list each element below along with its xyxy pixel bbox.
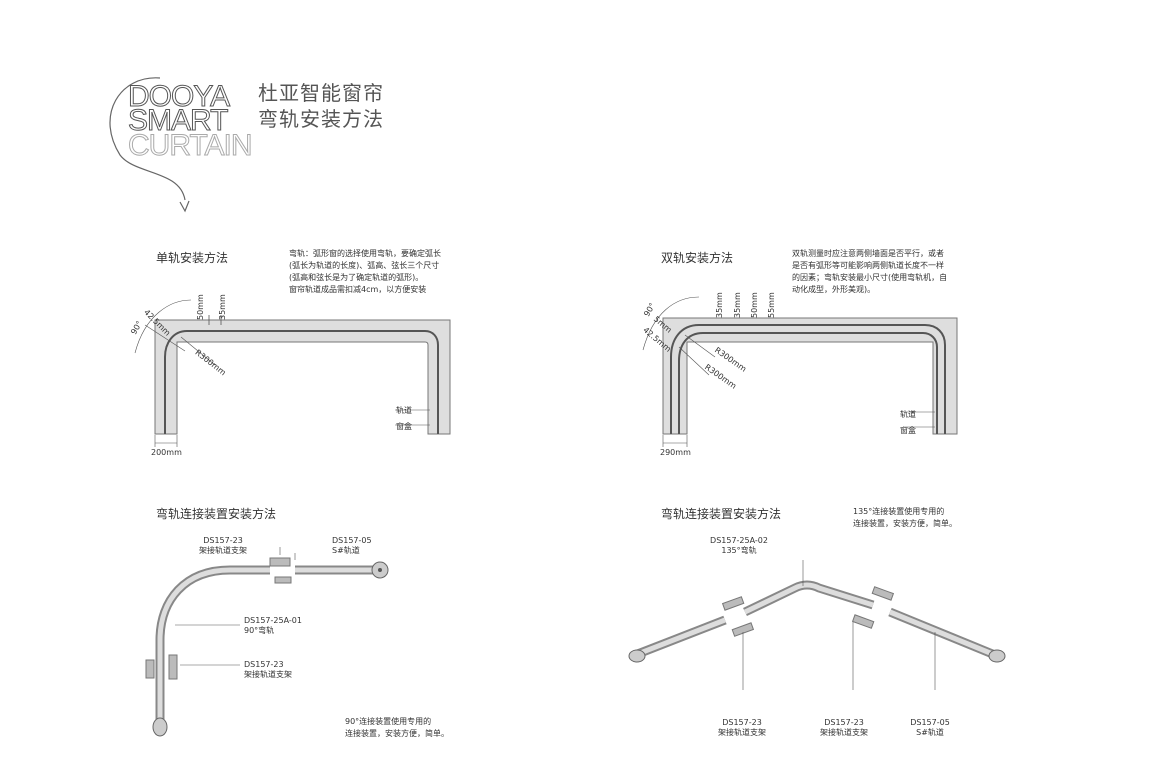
double-track-diagram — [642, 296, 958, 447]
double-track-note: 双轨测量时应注意两侧墙面是否平行，或者是否有弧形等可能影响两侧轨道长度不一样 的… — [792, 249, 948, 294]
dim-35mm-b: 35mm — [733, 292, 742, 318]
logo-swoosh — [109, 77, 190, 213]
logo-dooya: DOOYA — [127, 80, 230, 113]
page-title: 弯轨安装方法 — [258, 107, 384, 131]
conn135-note: 135°连接装置使用专用的连接装置，安装方便，简单。 — [853, 507, 957, 528]
single-track-diagram — [134, 299, 451, 447]
conn90-note: 90°连接装置使用专用的连接装置，安装方便，简单。 — [345, 717, 449, 738]
label-window-box: 窗盒 — [900, 426, 916, 435]
label-track: 轨道 — [396, 406, 412, 415]
dim-290mm: 290mm — [660, 448, 691, 457]
logo-curtain: CURTAIN — [128, 129, 254, 162]
label-window-box: 窗盒 — [396, 422, 412, 431]
single-track-title: 单轨安装方法 — [156, 251, 229, 265]
logo-smart: SMART — [127, 104, 228, 137]
conn135-diagram — [628, 560, 1006, 690]
conn135-title: 弯轨连接装置安装方法 — [661, 507, 782, 521]
double-track-title: 双轨安装方法 — [661, 251, 734, 265]
label-track: 轨道 — [900, 410, 916, 419]
conn90-title: 弯轨连接装置安装方法 — [156, 507, 277, 521]
dim-35mm: 35mm — [218, 294, 227, 320]
dim-50mm: 50mm — [750, 292, 759, 318]
dim-55mm: 55mm — [767, 292, 776, 318]
dim-35mm-a: 35mm — [715, 292, 724, 318]
brand-title: 杜亚智能窗帘 — [258, 81, 384, 105]
conn90-diagram — [145, 547, 389, 737]
dim-50mm: 50mm — [196, 294, 205, 320]
single-track-note: 弯轨：弧形窗的选择使用弯轨，要确定弧长(弧长为轨道的长度)、弧高、弦长三个尺寸 … — [289, 249, 441, 294]
dim-200mm: 200mm — [151, 448, 182, 457]
